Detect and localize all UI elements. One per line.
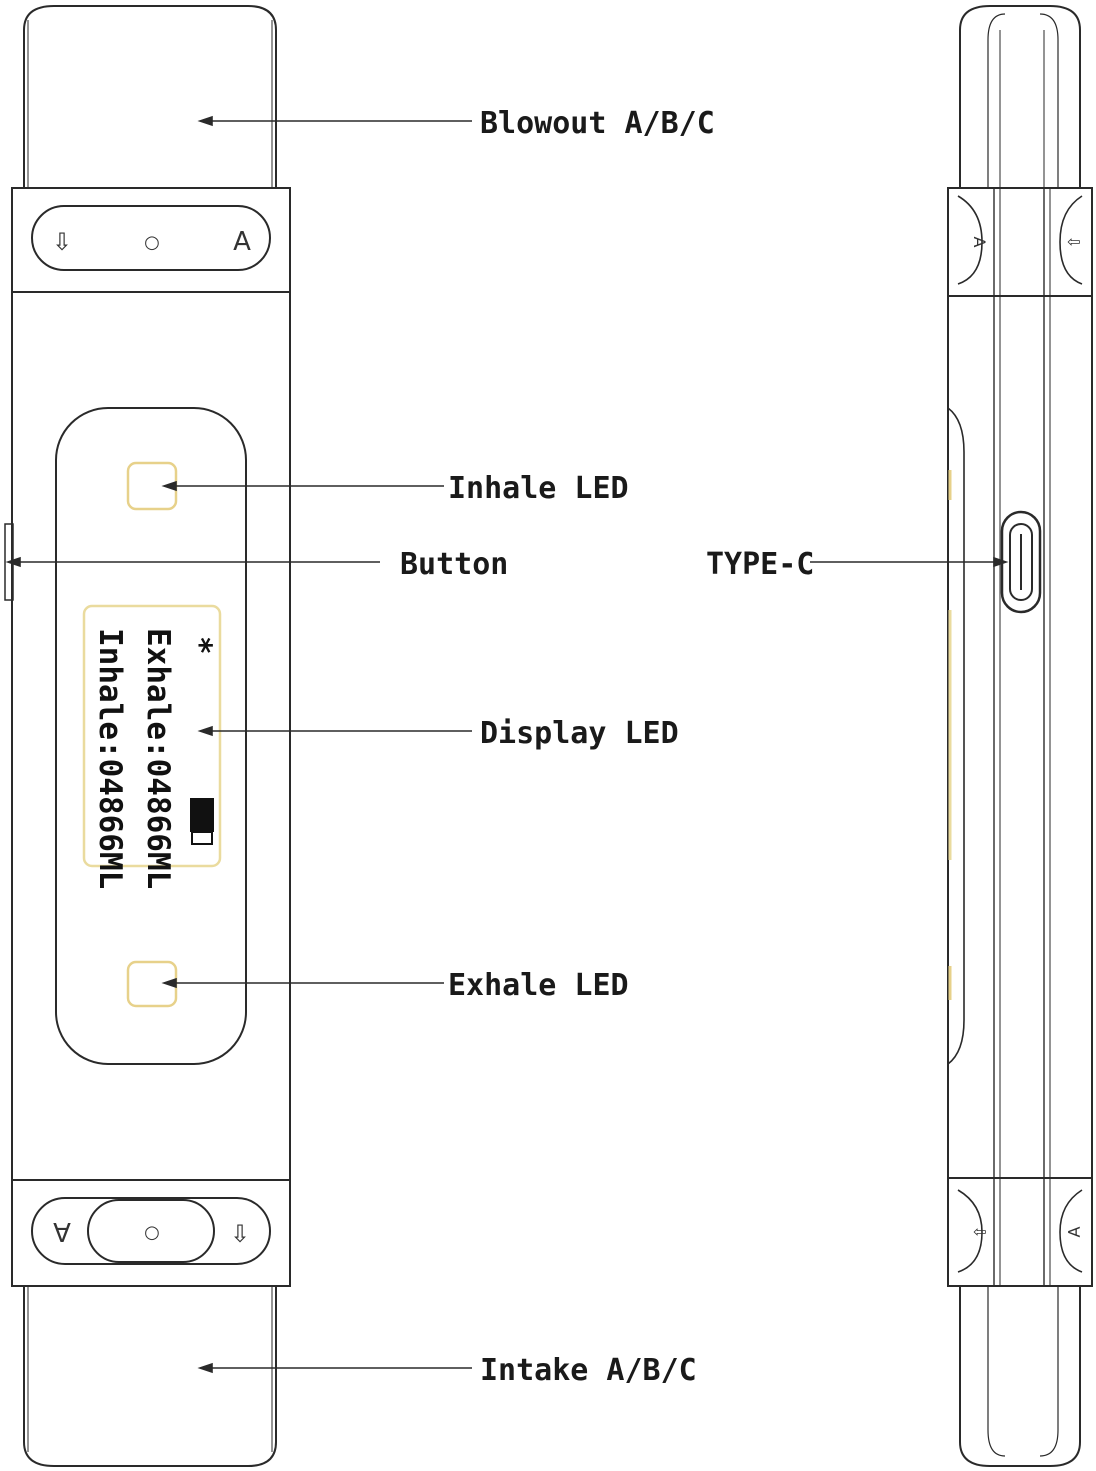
blowout-cap: [23, 5, 277, 188]
down-arrow-icon: ⇩: [230, 1220, 250, 1248]
label-display-led: Display LED: [480, 716, 679, 751]
circle-icon: ○: [144, 1222, 160, 1243]
side-inverted-a-icon: ∀: [1064, 1227, 1083, 1238]
label-intake: Intake A/B/C: [480, 1353, 697, 1388]
side-bottom-cap: [959, 1286, 1081, 1467]
a-letter-icon: A: [233, 227, 251, 257]
top-pill-bar: [31, 205, 271, 271]
side-top-cap: [959, 5, 1081, 188]
circle-icon: ○: [144, 232, 160, 253]
leader-lines: [5, 115, 1009, 1374]
side-view: [947, 5, 1093, 1467]
side-down-arrow-icon: ⇩: [970, 1225, 989, 1238]
screen-content: ∗ Exhale:04866ML Inhale:04866ML: [92, 628, 224, 889]
label-exhale-led: Exhale LED: [448, 968, 629, 1003]
bottom-pill-bar: [31, 1197, 271, 1265]
window-panel: [55, 407, 247, 1065]
bottom-inner-pill: [87, 1199, 215, 1263]
side-down-arrow-icon: ⇩: [1064, 235, 1083, 248]
inverted-a-icon: ∀: [53, 1219, 71, 1249]
side-body: [947, 187, 1093, 1287]
side-a-letter-icon: A: [970, 237, 989, 248]
display-screen: [82, 604, 222, 868]
down-arrow-icon: ⇩: [52, 228, 72, 256]
battery-icon: [190, 798, 214, 845]
label-type-c: TYPE-C: [706, 547, 814, 582]
bluetooth-icon: ∗: [188, 636, 224, 655]
label-blowout: Blowout A/B/C: [480, 106, 715, 141]
label-inhale-led: Inhale LED: [448, 471, 629, 506]
device-body: [11, 187, 291, 1287]
type-c-port[interactable]: [1000, 510, 1042, 614]
screen-inhale-line: Inhale:04866ML: [92, 628, 128, 889]
intake-cap: [23, 1286, 277, 1467]
screen-exhale-line: Exhale:04866ML: [140, 628, 176, 889]
label-button: Button: [400, 547, 508, 582]
